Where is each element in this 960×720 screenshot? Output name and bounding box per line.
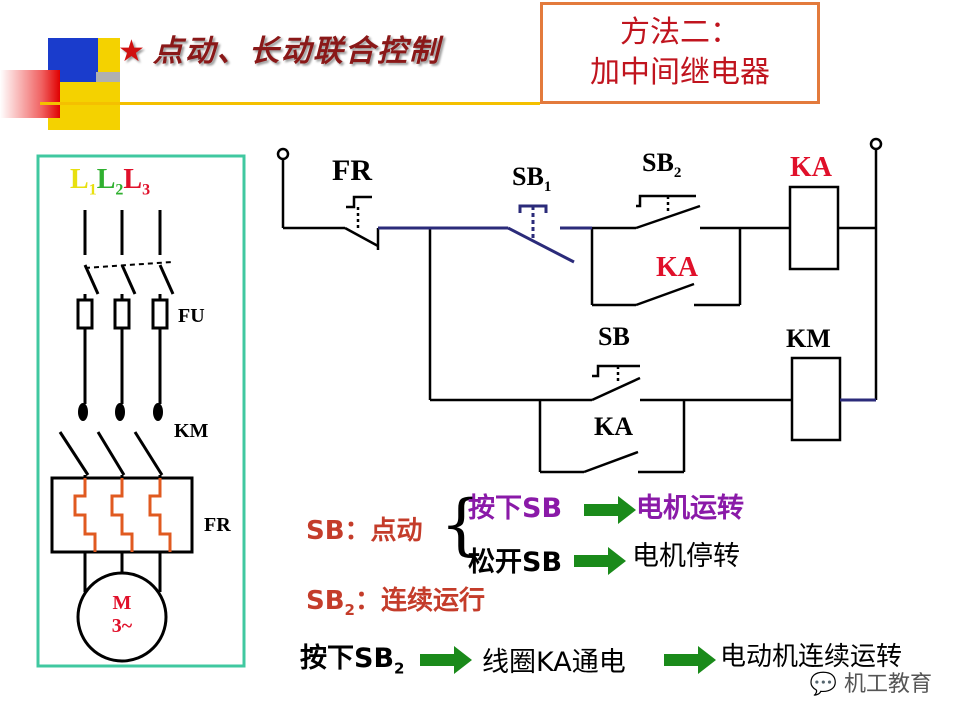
wechat-icon: 💬 — [809, 672, 837, 697]
overload-label: FR — [204, 514, 231, 536]
motor-line2: 3~ — [111, 615, 133, 637]
chain-a: 按下SB2 — [300, 643, 405, 678]
method-line1: 方法二： — [620, 15, 740, 50]
phase-l3: L3 — [123, 164, 151, 199]
gray-bar — [96, 72, 120, 82]
title-underline — [40, 102, 540, 105]
chain-c: 电动机连续运转 — [720, 642, 903, 672]
row1-right: 电机运转 — [636, 493, 744, 524]
page-title: ★点动、长动联合控制 — [118, 26, 441, 70]
control-wires-black — [276, 137, 883, 474]
corner-decoration — [0, 0, 120, 130]
motor-line1: M — [112, 592, 132, 614]
phase-labels: L1L2L3 — [70, 164, 150, 200]
contactor-label: KM — [174, 420, 209, 442]
ka-contact-lower-label: KA — [594, 412, 633, 441]
fuse-label: FU — [178, 305, 205, 327]
row2-right: 电机停转 — [632, 541, 740, 572]
watermark: 💬 机工教育 — [810, 666, 932, 698]
motor-label: M 3~ — [104, 592, 140, 638]
brace: { — [440, 486, 482, 563]
method-box: 方法二： 加中间继电器 — [540, 2, 820, 104]
thermal-elements — [73, 478, 172, 552]
fr-label: FR — [332, 154, 372, 187]
phase-l2: L2 — [96, 164, 124, 199]
sb1-label: SB1 — [512, 162, 552, 196]
red-square — [0, 70, 60, 118]
ka-contact-upper-label: KA — [656, 252, 698, 283]
sb2-line: SB2：连续运行 — [306, 586, 485, 620]
main-circuit-wires — [50, 210, 194, 663]
sb-label: SB — [598, 322, 630, 351]
title-text: 点动、长动联合控制 — [152, 34, 441, 69]
chain-b: 线圈KA通电 — [482, 647, 626, 678]
sb2-label: SB2 — [642, 148, 682, 182]
sb-prefix: SB：点动 — [306, 516, 423, 546]
star-icon: ★ — [118, 34, 147, 69]
row2-left: 松开SB — [468, 547, 563, 578]
main-circuit-panel — [36, 154, 246, 668]
contactor-tips — [78, 403, 163, 421]
control-wires-blue — [378, 204, 876, 402]
km-coil-label: KM — [786, 324, 831, 353]
watermark-text: 机工教育 — [843, 672, 932, 697]
row1-left: 按下SB — [468, 493, 563, 524]
ka-coil-label: KA — [790, 152, 832, 183]
method-line2: 加中间继电器 — [590, 55, 770, 90]
phase-l1: L1 — [70, 164, 97, 199]
